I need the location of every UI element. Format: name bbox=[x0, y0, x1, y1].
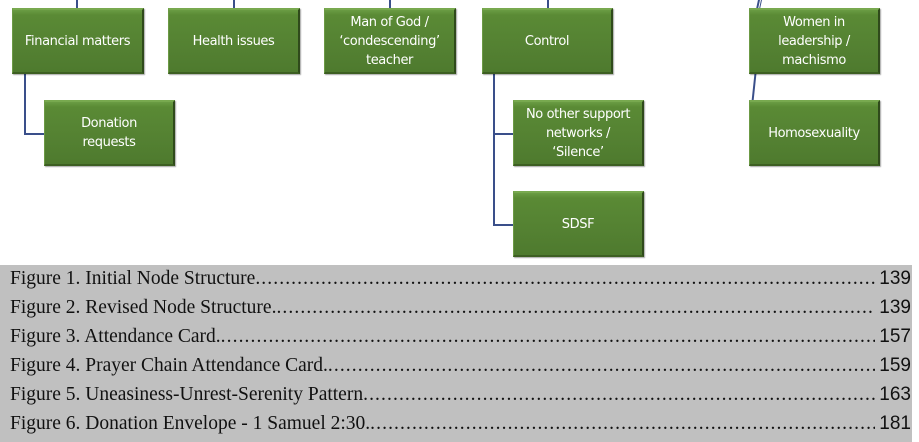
node-financial-matters[interactable]: Financial matters bbox=[12, 8, 144, 74]
node-label: Health issues bbox=[192, 33, 275, 49]
connector-financial-donation-h bbox=[24, 133, 45, 135]
toc-entry[interactable]: Figure 1. Initial Node Structure 139 bbox=[10, 268, 912, 297]
toc-dot-leader bbox=[363, 384, 875, 406]
toc-entry-title: Figure 2. Revised Node Structure. bbox=[10, 297, 277, 318]
node-structure-diagram: Financial matters Health issues Man of G… bbox=[12, 0, 880, 257]
toc-entry-title: Figure 1. Initial Node Structure bbox=[10, 268, 256, 289]
toc-entry-page: 159 bbox=[879, 355, 911, 376]
connector-financial-top bbox=[76, 0, 78, 9]
node-label: Women in leadership / machismo bbox=[778, 14, 850, 68]
connector-women-homosexuality bbox=[751, 74, 756, 101]
toc-entry-page: 157 bbox=[879, 326, 911, 347]
toc-entry[interactable]: Figure 4. Prayer Chain Attendance Card. … bbox=[10, 355, 912, 384]
toc-dot-leader bbox=[370, 413, 875, 435]
toc-entry-page: 163 bbox=[879, 384, 911, 405]
toc-entry[interactable]: Figure 5. Uneasiness-Unrest-Serenity Pat… bbox=[10, 384, 912, 413]
toc-dot-leader bbox=[255, 268, 875, 290]
toc-entry[interactable]: Figure 3. Attendance Card. 157 bbox=[10, 326, 912, 355]
toc-dot-leader bbox=[328, 355, 875, 377]
connector-control-children-v bbox=[493, 74, 495, 225]
node-label: Financial matters bbox=[24, 33, 131, 49]
node-sdsf[interactable]: SDSF bbox=[513, 191, 644, 257]
toc-entry-title: Figure 3. Attendance Card. bbox=[10, 326, 221, 347]
connector-control-no-support-h bbox=[493, 133, 514, 135]
toc-entry-page: 181 bbox=[879, 413, 911, 434]
list-of-figures: Figure 1. Initial Node Structure 139 Fig… bbox=[0, 265, 912, 442]
toc-dot-leader bbox=[276, 297, 875, 319]
toc-entry-title: Figure 4. Prayer Chain Attendance Card. bbox=[10, 355, 328, 376]
toc-entry-title: Figure 5. Uneasiness-Unrest-Serenity Pat… bbox=[10, 384, 364, 405]
node-man-of-god[interactable]: Man of God / ‘condescending’ teacher bbox=[324, 8, 456, 74]
connector-control-sdsf-h bbox=[493, 224, 514, 226]
connector-health-top bbox=[233, 0, 235, 9]
toc-entry[interactable]: Figure 2. Revised Node Structure. 139 bbox=[10, 297, 912, 326]
node-label: Donation requests bbox=[81, 116, 137, 150]
node-women-in-leadership[interactable]: Women in leadership / machismo bbox=[749, 8, 880, 74]
node-no-other-support[interactable]: No other support networks / ‘Silence’ bbox=[513, 100, 644, 166]
node-label: Homosexuality bbox=[768, 125, 860, 141]
node-donation-requests[interactable]: Donation requests bbox=[44, 100, 175, 166]
node-control[interactable]: Control bbox=[482, 8, 613, 74]
node-label: Control bbox=[524, 33, 570, 49]
node-label: Man of God / ‘condescending’ teacher bbox=[339, 14, 440, 68]
toc-entry-page: 139 bbox=[879, 297, 911, 318]
node-homosexuality[interactable]: Homosexuality bbox=[749, 100, 880, 166]
connector-control-top bbox=[547, 0, 549, 9]
node-label: No other support networks / ‘Silence’ bbox=[525, 106, 631, 160]
toc-entry[interactable]: Figure 6. Donation Envelope - 1 Samuel 2… bbox=[10, 413, 912, 442]
node-health-issues[interactable]: Health issues bbox=[168, 8, 300, 74]
connector-financial-donation-v bbox=[24, 74, 26, 134]
connector-man-of-god-top bbox=[389, 0, 391, 9]
toc-dot-leader bbox=[221, 326, 876, 348]
node-label: SDSF bbox=[561, 216, 595, 232]
toc-entry-title: Figure 6. Donation Envelope - 1 Samuel 2… bbox=[10, 413, 371, 434]
toc-entry-page: 139 bbox=[879, 268, 911, 289]
